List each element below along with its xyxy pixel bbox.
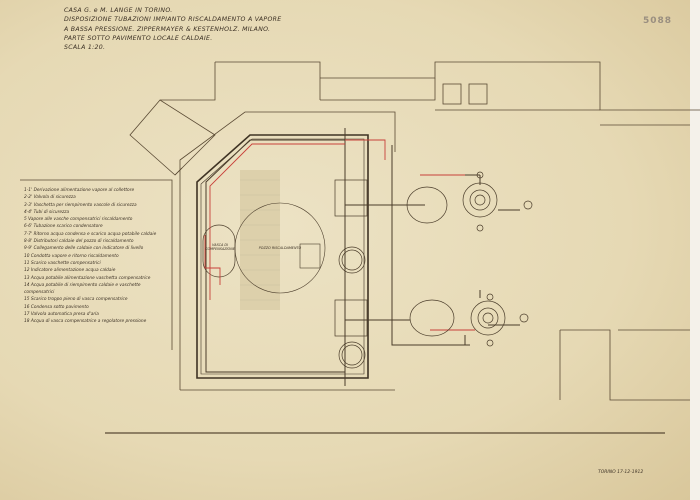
drawing-title-block: CASA G. e M. LANGE IN TORINO. DISPOSIZIO…: [64, 6, 281, 52]
legend: 1-1' Derivazione alimentazione vapore al…: [24, 187, 164, 326]
pit-label: POZZO RISCALDAMENTO: [258, 246, 302, 250]
archive-number: 5088: [643, 16, 673, 26]
title-line: DISPOSIZIONE TUBAZIONI IMPIANTO RISCALDA…: [64, 16, 282, 24]
legend-item: 1-1' Derivazione alimentazione vapore al…: [24, 188, 135, 193]
legend-item: 3-3' Vaschetta per riempimento vascole d…: [24, 202, 137, 208]
legend-item: 16 Condensa sotto pavimento: [24, 304, 89, 310]
staircase: [240, 170, 280, 310]
building-walls: [20, 61, 700, 434]
legend-item: compensatrici: [24, 290, 55, 296]
legend-item: 4-4' Tubi di sicurezza: [24, 209, 70, 215]
boiler-room-outline: [196, 134, 369, 379]
compensation-tank: [202, 224, 236, 278]
title-line: A BASSA PRESSIONE. ZIPPERMAYER & KESTENH…: [64, 25, 271, 33]
legend-item: 12 Indicatore alimentazione acqua caldai…: [24, 268, 116, 274]
footer-date: TORINO 17-12-1912: [598, 470, 644, 475]
legend-item: 15 Scarico troppo pieno di vasca compens…: [24, 297, 128, 303]
legend-item: 2-2' Valvola di sicurezza: [24, 195, 76, 201]
legend-item: 9-9' Collegamento delle caldaie con indi…: [24, 246, 144, 252]
boilers: [334, 171, 533, 369]
legend-item: 8-8' Distributori caldaie del pozzo di r…: [24, 239, 134, 245]
tank-label: VASCA DI COMPENSAZIONE: [205, 243, 235, 251]
title-line: SCALA 1:20.: [64, 44, 106, 52]
legend-item: 5 Vapore alle vasche compensatrici risca…: [24, 217, 133, 223]
red-pipes: [204, 139, 475, 331]
legend-item: 17 Valvola automatica presa d'aria: [24, 312, 99, 318]
title-line: PARTE SOTTO PAVIMENTO LOCALE CALDAIE.: [64, 34, 213, 42]
pit-box: [299, 243, 321, 269]
legend-item: 14 Acqua potabile di riempimento caldaie…: [24, 282, 141, 288]
legend-item: 7-7' Ritorno acqua condensa e scarico ac…: [24, 231, 157, 237]
title-line: CASA G. e M. LANGE IN TORINO.: [64, 7, 173, 14]
legend-item: 18 Acqua di vasca compensatrice a regola…: [24, 319, 147, 325]
legend-item: 6-6' Tubazione scarico condensatore: [24, 224, 103, 230]
legend-item: 13 Acqua potabile alimentazione vaschett…: [24, 275, 151, 281]
legend-item: 10 Condotta vapore e ritorno riscaldamen…: [24, 253, 119, 259]
legend-item: 11 Scarico vaschette compensatrici: [24, 260, 101, 266]
scan-edge: [690, 0, 700, 500]
